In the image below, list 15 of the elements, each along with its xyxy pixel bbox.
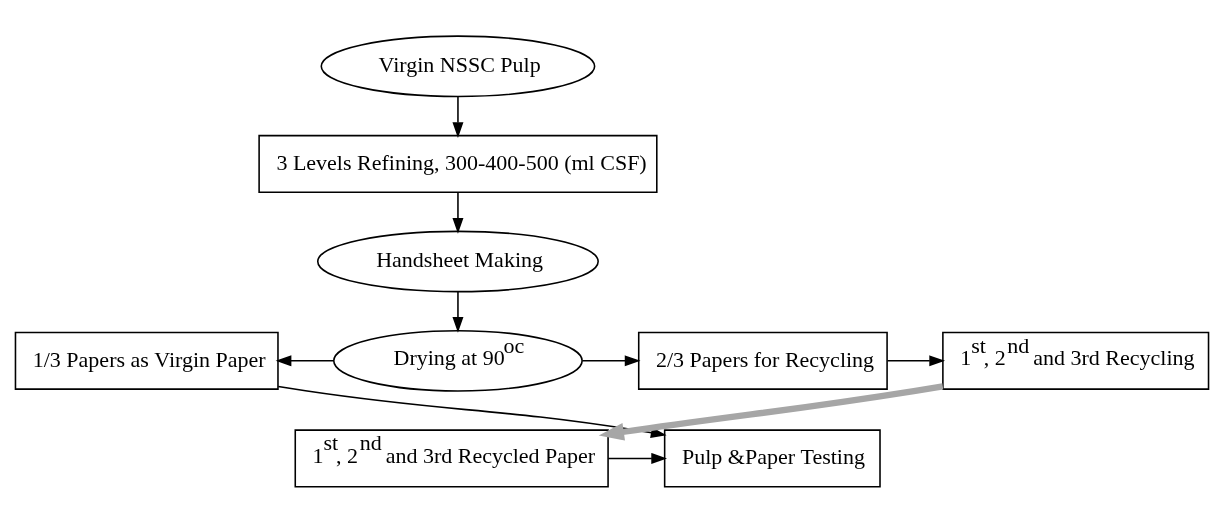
- arrow: [598, 383, 944, 441]
- arrow: [452, 191, 464, 234]
- node-box: 1/3 Papers as Virgin Paper: [14, 331, 279, 390]
- node-box: 2/3 Papers for Recycling: [637, 331, 888, 390]
- node-box: 3 Levels Refining, 300-400-500 (ml CSF): [258, 134, 658, 193]
- node-ellipse: Handsheet Making: [316, 230, 599, 293]
- arrow: [452, 291, 464, 333]
- node-box: Pulp &Paper Testing: [663, 429, 881, 488]
- arrow: [607, 452, 667, 464]
- arrow: [277, 385, 667, 439]
- arrow: [452, 95, 464, 138]
- arrow: [275, 355, 335, 367]
- arrow: [581, 355, 641, 367]
- node-ellipse: Virgin NSSC Pulp: [320, 35, 596, 98]
- arrow: [886, 355, 946, 367]
